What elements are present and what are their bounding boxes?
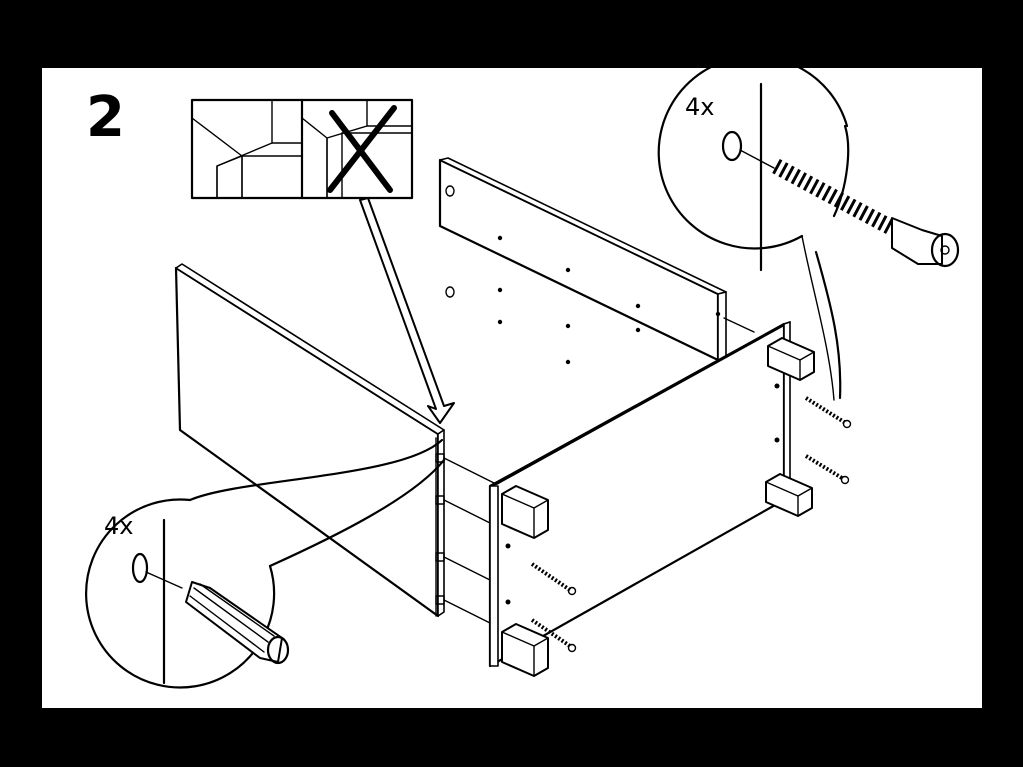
wooden-dowel-icon [185,581,290,665]
cam-bolt-callout [657,68,960,401]
assembly-drawing [85,68,960,689]
front-panel [488,321,815,677]
cross-mark-icon [327,105,397,193]
wood-screws [530,396,852,653]
left-side-panel [174,263,505,631]
screw-back-bottom [804,454,850,485]
cam-bolt-quantity-label: 4x [685,93,715,121]
corner-block-front-top [501,485,549,539]
cam-bolt-icon [772,158,960,268]
screw-back-top [804,396,852,429]
dowel-quantity-label: 4x [104,512,134,540]
instruction-sheet: 2 4x 4x [42,68,982,708]
detail-pointer-arrow [359,197,455,424]
corner-block-front-bottom [501,623,549,677]
screw-front-bottom [530,618,577,653]
corner-block-back-bottom [765,473,813,517]
corner-block-back-top [767,337,815,381]
correct-orientation-detail [191,99,303,199]
screw-front-top [530,562,577,596]
step-number: 2 [86,85,125,150]
dowel-callout [85,438,446,689]
back-panel [438,157,755,365]
orientation-detail-box [190,98,414,200]
